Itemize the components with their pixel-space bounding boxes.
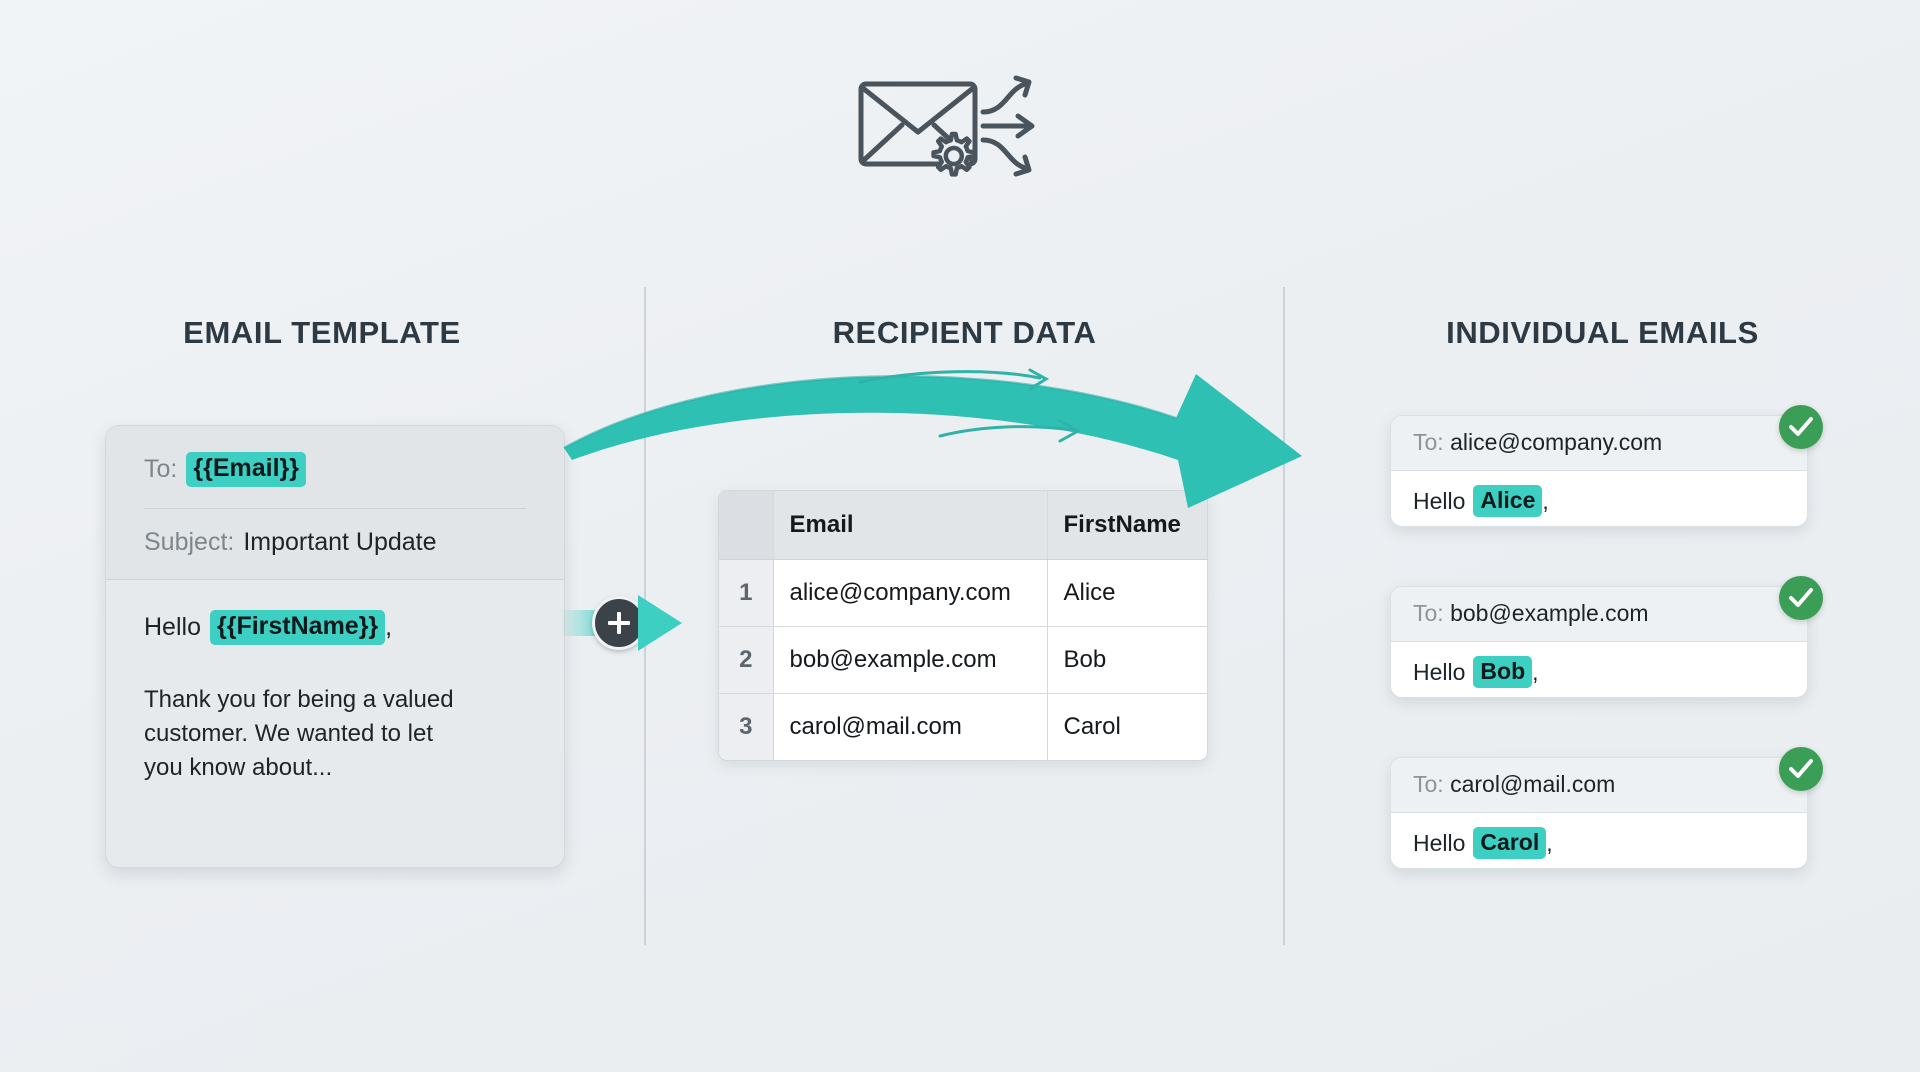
row-email: carol@mail.com <box>773 693 1048 760</box>
check-circle-icon <box>1779 405 1823 449</box>
envelope-gear-distribute-icon <box>855 70 1065 190</box>
template-to-row: To: {{Email}} <box>144 452 526 487</box>
output-greeting-comma: , <box>1546 829 1553 856</box>
output-to-label: To: <box>1413 771 1444 797</box>
email-template-card[interactable]: To: {{Email}} Subject: Important Update … <box>105 425 565 868</box>
check-circle-icon <box>1779 576 1823 620</box>
row-email: bob@example.com <box>773 626 1048 694</box>
template-subject-value: Important Update <box>243 527 437 556</box>
template-paragraph: Thank you for being a valued customer. W… <box>144 685 454 781</box>
check-circle-icon <box>1779 747 1823 791</box>
output-to-value: carol@mail.com <box>1450 771 1616 797</box>
template-body: Hello {{FirstName}} , Thank you for bein… <box>106 580 564 819</box>
template-greeting-prefix: Hello <box>144 612 201 641</box>
output-name-token: Bob <box>1473 656 1533 689</box>
row-index: 2 <box>719 626 774 694</box>
output-email-header: To: carol@mail.com <box>1391 758 1807 813</box>
output-email-body: Hello Alice , <box>1391 471 1807 526</box>
template-subject-label: Subject: <box>144 527 235 556</box>
table-header-row: Email FirstName <box>719 491 1207 560</box>
output-greeting-comma: , <box>1532 658 1539 685</box>
template-header: To: {{Email}} Subject: Important Update <box>106 426 564 580</box>
individual-email-card[interactable]: To: carol@mail.com Hello Carol , <box>1390 757 1808 869</box>
output-greeting-prefix: Hello <box>1413 829 1466 856</box>
arrow-right-icon <box>638 595 682 651</box>
output-to-value: bob@example.com <box>1450 600 1649 626</box>
table-header-firstname: FirstName <box>1047 491 1207 560</box>
output-name-token: Carol <box>1473 827 1547 860</box>
table-row[interactable]: 2 bob@example.com Bob <box>719 626 1207 694</box>
output-greeting-comma: , <box>1542 487 1549 514</box>
heading-recipient-data: RECIPIENT DATA <box>832 315 1097 350</box>
template-firstname-token: {{FirstName}} <box>209 609 386 645</box>
output-to-label: To: <box>1413 600 1444 626</box>
output-greeting-prefix: Hello <box>1413 658 1466 685</box>
template-header-separator <box>144 507 526 509</box>
heading-individual-emails: INDIVIDUAL EMAILS <box>1446 315 1759 350</box>
template-subject-row: Subject: Important Update <box>144 528 526 557</box>
table-row[interactable]: 3 carol@mail.com Carol <box>719 693 1207 760</box>
column-divider-right <box>1283 287 1285 945</box>
output-email-header: To: bob@example.com <box>1391 587 1807 642</box>
recipient-data-table[interactable]: Email FirstName 1 alice@company.com Alic… <box>718 490 1208 761</box>
template-to-token: {{Email}} <box>186 452 306 487</box>
output-to-value: alice@company.com <box>1450 429 1663 455</box>
row-index: 3 <box>719 693 774 760</box>
output-to-label: To: <box>1413 429 1444 455</box>
merge-connector <box>562 588 692 658</box>
output-email-body: Hello Carol , <box>1391 813 1807 868</box>
template-greeting: Hello {{FirstName}} , <box>144 609 526 645</box>
row-email: alice@company.com <box>773 559 1048 627</box>
row-index: 1 <box>719 559 774 627</box>
row-firstname: Carol <box>1047 693 1207 760</box>
output-email-body: Hello Bob , <box>1391 642 1807 697</box>
table-row[interactable]: 1 alice@company.com Alice <box>719 559 1207 627</box>
curved-arrow-right-icon <box>560 360 1420 520</box>
table-header-email: Email <box>773 491 1048 560</box>
row-firstname: Bob <box>1047 626 1207 694</box>
row-firstname: Alice <box>1047 559 1207 627</box>
flow-speed-lines <box>560 360 1420 520</box>
heading-email-template: EMAIL TEMPLATE <box>183 315 461 350</box>
table-header-index <box>719 491 774 560</box>
output-name-token: Alice <box>1473 485 1543 518</box>
individual-email-card[interactable]: To: bob@example.com Hello Bob , <box>1390 586 1808 698</box>
output-greeting-prefix: Hello <box>1413 487 1466 514</box>
output-email-header: To: alice@company.com <box>1391 416 1807 471</box>
template-to-label: To: <box>144 454 178 483</box>
individual-email-card[interactable]: To: alice@company.com Hello Alice , <box>1390 415 1808 527</box>
template-greeting-comma: , <box>385 612 393 641</box>
